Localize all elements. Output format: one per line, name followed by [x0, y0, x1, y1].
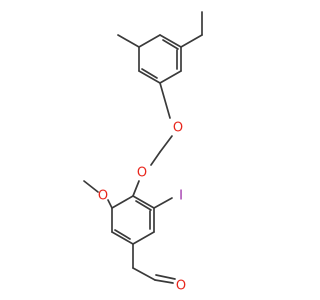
atom-label-ether-o-upper: O: [173, 121, 183, 136]
co-double-bond: [154, 279, 174, 284]
co-double-bond: [155, 274, 176, 280]
ring-bond: [159, 34, 182, 48]
ring-bond: [138, 34, 161, 48]
atom-label-aldehyde-o: O: [176, 279, 186, 294]
atom-labels: O O O I O: [98, 121, 186, 294]
aryl-o-bond: [159, 82, 171, 119]
ring-bond: [138, 70, 161, 84]
ethyl-bond: [180, 34, 203, 48]
chain-bond: [150, 151, 161, 166]
c-i-bond: [153, 197, 173, 209]
methoxy-bond: [107, 199, 113, 209]
c-cho-bond: [132, 267, 156, 281]
methyl-bond: [117, 34, 140, 48]
ring-double-bond: [114, 229, 131, 240]
ring-bond: [132, 231, 155, 245]
atom-label-ether-o-lower: O: [137, 166, 147, 181]
ring-bond: [111, 231, 134, 245]
molecule-structure: O O O I O: [83, 11, 203, 294]
ring-bond: [111, 195, 134, 209]
ring-double-bond: [162, 39, 179, 50]
o-ring-bond: [132, 180, 140, 197]
methoxy-methyl-bond: [83, 180, 99, 193]
atom-label-methoxy-o: O: [98, 189, 108, 204]
ring-double-bond: [141, 68, 158, 79]
atom-label-iodine: I: [179, 189, 183, 204]
chain-bond: [159, 135, 173, 153]
ring-bond: [159, 70, 182, 84]
ring-bond: [132, 195, 155, 209]
bond-lines: [83, 11, 203, 284]
ring-double-bond: [135, 200, 152, 211]
